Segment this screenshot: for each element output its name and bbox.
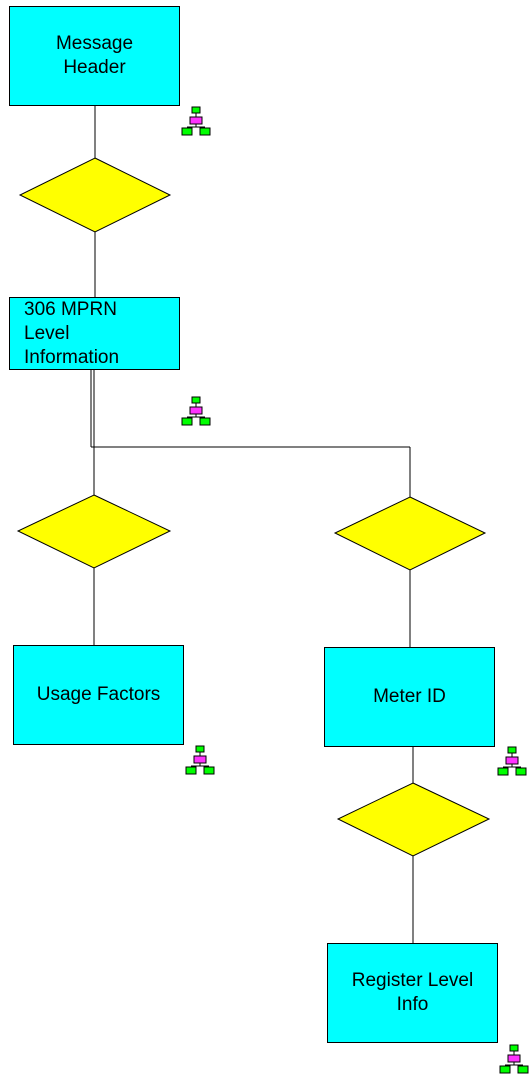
hierarchy-icon[interactable]	[497, 746, 527, 776]
relationship-diamond	[336, 782, 491, 857]
node-label: Meter ID	[373, 686, 446, 707]
node-label: Usage Factors	[36, 684, 161, 705]
node-meter-id[interactable]: Meter ID	[324, 647, 495, 747]
relationship-diamonds	[16, 157, 491, 857]
hierarchy-icon[interactable]	[181, 106, 211, 136]
relationship-diamond	[16, 494, 172, 569]
connector-lines	[90, 105, 414, 943]
node-label: 306 MPRN Level Information	[24, 298, 120, 368]
hierarchy-icon[interactable]	[499, 1044, 529, 1074]
relationship-diamond	[333, 496, 487, 571]
node-label: Register Level Info	[351, 970, 474, 1015]
relationship-diamond	[18, 157, 172, 233]
hierarchy-icon[interactable]	[181, 396, 211, 426]
node-message-header[interactable]: Message Header	[9, 6, 180, 106]
node-register-level-info[interactable]: Register Level Info	[327, 943, 498, 1043]
node-label: Message Header	[55, 33, 134, 78]
node-usage-factors[interactable]: Usage Factors	[13, 645, 184, 745]
node-mprn-level-information[interactable]: 306 MPRN Level Information	[9, 297, 180, 370]
hierarchy-icon[interactable]	[185, 745, 215, 775]
